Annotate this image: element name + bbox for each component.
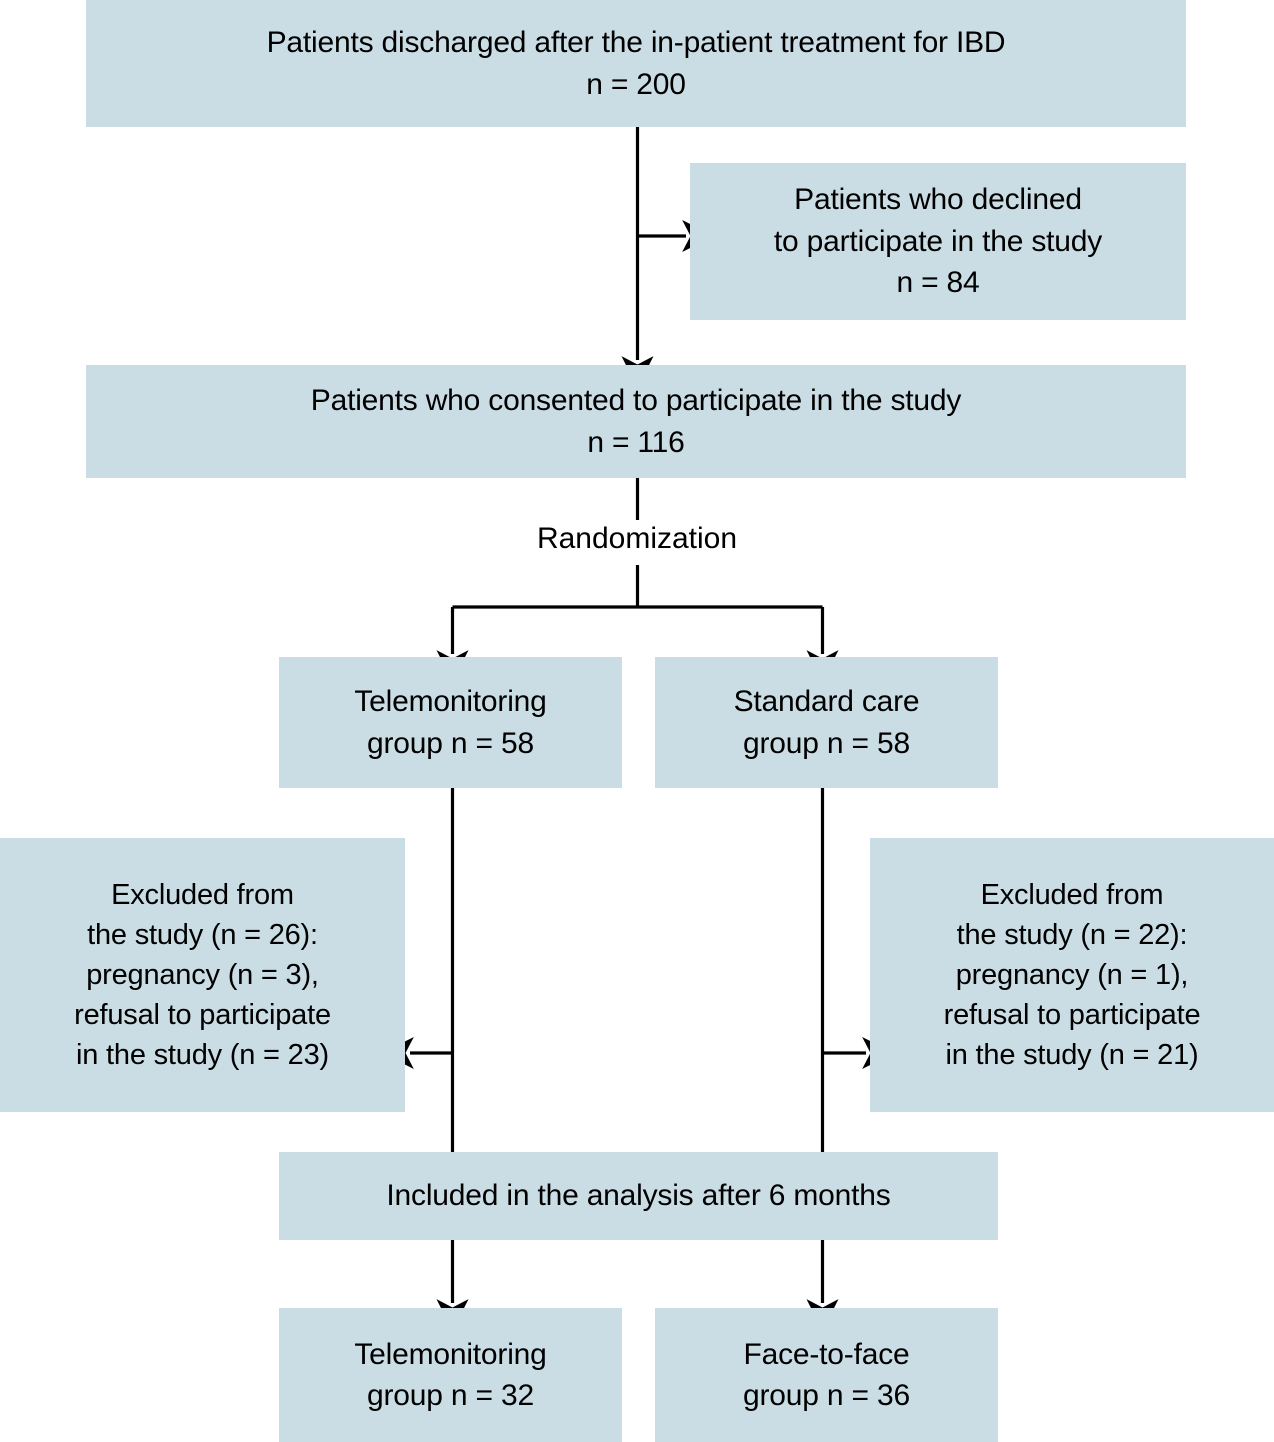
node-included-in-analysis: Included in the analysis after 6 months [279,1152,998,1240]
node-patients-discharged: Patients discharged after the in-patient… [86,0,1186,127]
node-excluded-telemonitoring: Excluded from the study (n = 26): pregna… [0,838,405,1112]
node-telemonitoring-group-analyzed: Telemonitoring group n = 32 [279,1308,622,1442]
node-patients-consented: Patients who consented to participate in… [86,365,1186,478]
node-excluded-standard-care: Excluded from the study (n = 22): pregna… [870,838,1274,1112]
node-patients-declined: Patients who declined to participate in … [690,163,1186,320]
node-telemonitoring-group-allocated: Telemonitoring group n = 58 [279,657,622,788]
label-randomization: Randomization [536,522,738,555]
node-standard-care-group-allocated: Standard care group n = 58 [655,657,998,788]
node-face-to-face-group-analyzed: Face-to-face group n = 36 [655,1308,998,1442]
